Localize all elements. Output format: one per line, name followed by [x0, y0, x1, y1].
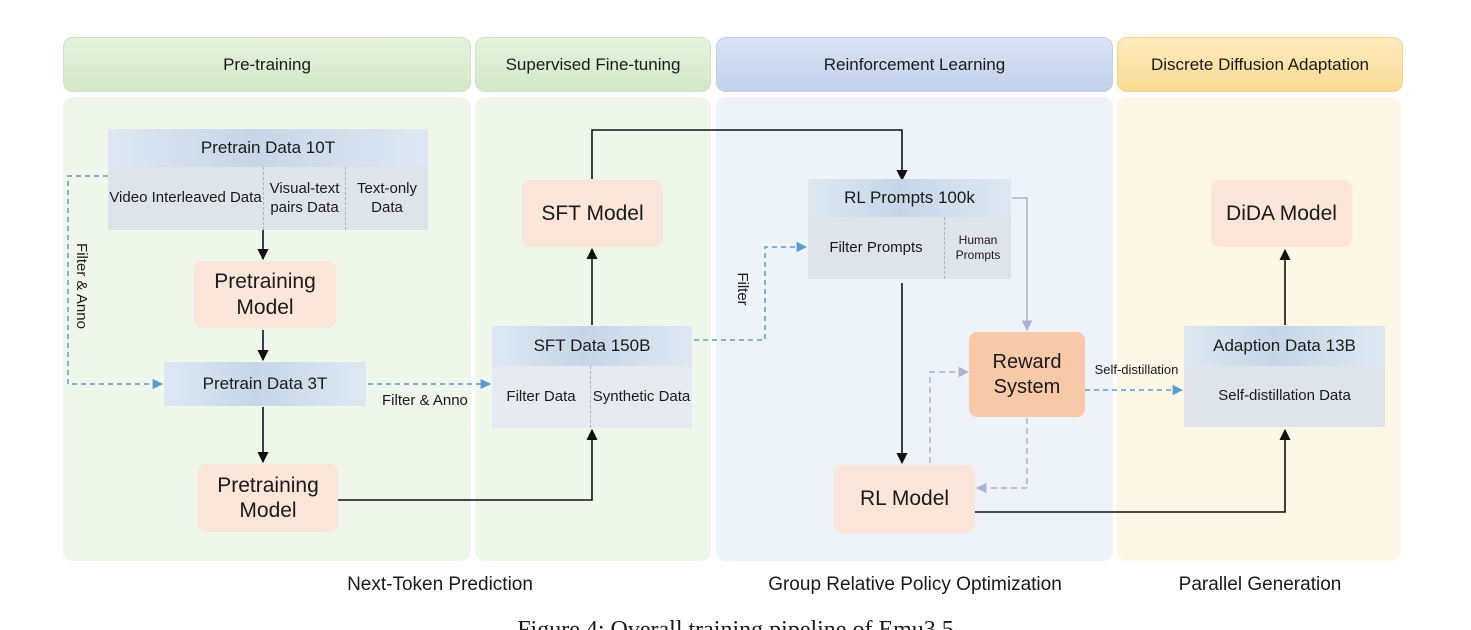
cell-filter-data: Filter Data [492, 366, 590, 428]
pretraining-model-2: Pretraining Model [198, 464, 338, 532]
dashed-filter-anno-left [67, 175, 164, 390]
filter-label: Filter [734, 272, 751, 306]
filter-anno-horizontal-label: Filter & Anno [382, 392, 468, 409]
sft-data-header: SFT Data 150B [492, 326, 692, 366]
stage-header-dida: Discrete Diffusion Adaptation [1117, 37, 1403, 92]
reward-system: Reward System [969, 332, 1085, 417]
pretraining-model-1: Pretraining Model [194, 261, 336, 328]
cell-video-interleaved: Video Interleaved Data [108, 167, 263, 230]
stage-header-sft: Supervised Fine-tuning [475, 37, 711, 92]
dashed-sftdata-to-rlprompts [694, 241, 808, 341]
dida-model: DiDA Model [1211, 180, 1352, 247]
stage-header-pretraining: Pre-training [63, 37, 471, 92]
cell-synthetic-data: Synthetic Data [590, 366, 692, 428]
rl-model: RL Model [834, 465, 975, 533]
cell-visual-text-pairs: Visual-text pairs Data [263, 167, 345, 230]
grey-reward-to-rlmodel [975, 418, 1028, 494]
label-next-token-prediction: Next-Token Prediction [347, 574, 533, 595]
pretrain-data-10t-header: Pretrain Data 10T [108, 129, 428, 167]
cell-filter-prompts: Filter Prompts [808, 217, 944, 279]
cell-text-only: Text-only Data [345, 167, 428, 230]
grey-rlmodel-to-reward [929, 366, 970, 463]
label-parallel-generation: Parallel Generation [1178, 574, 1342, 595]
figure-caption-text: Figure 4: Overall training pipeline of E… [517, 617, 954, 630]
pretrain-data-3t: Pretrain Data 3T [164, 362, 366, 406]
grey-rlprompts-to-reward [1012, 197, 1033, 332]
cell-self-distillation-data: Self-distillation Data [1184, 366, 1385, 427]
cell-human-prompts: Human Prompts [944, 217, 1011, 279]
self-distillation-label: Self-distillation [1094, 362, 1179, 377]
label-grpo: Group Relative Policy Optimization [768, 574, 1062, 595]
arrow-model2-to-sftdata [338, 428, 598, 501]
figure-caption: Figure 4: Overall training pipeline of E… [0, 615, 1471, 630]
rl-prompts-header: RL Prompts 100k [808, 179, 1011, 217]
arrow-sftmodel-to-rlprompts [591, 129, 908, 182]
filter-anno-vertical-label: Filter & Anno [73, 243, 90, 329]
adaption-data-header: Adaption Data 13B [1184, 326, 1385, 366]
sft-model: SFT Model [522, 180, 663, 247]
stage-header-rl: Reinforcement Learning [716, 37, 1113, 92]
arrow-rlmodel-to-adaption [975, 428, 1291, 513]
